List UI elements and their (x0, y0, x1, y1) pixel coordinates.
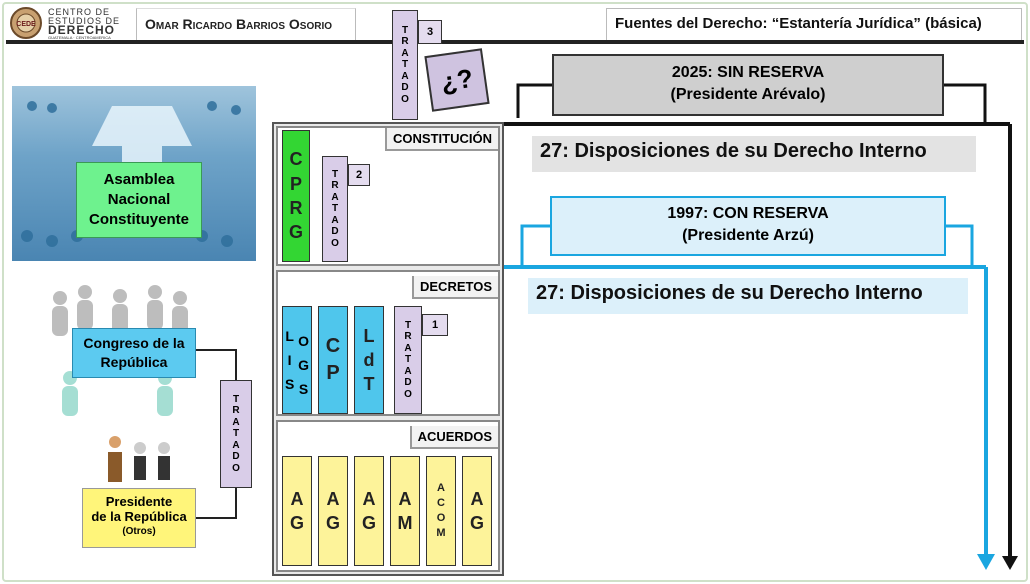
logo-line4: GUATEMALA · CENTROAMERICA (48, 35, 111, 40)
people-icon (108, 436, 170, 482)
presidente-line1: Presidente (105, 494, 173, 509)
question-box: ¿? (424, 48, 490, 112)
author-name: Omar Ricardo Barrios Osorio (136, 8, 356, 40)
sin-reserva-title: 2025: SIN RESERVA (671, 64, 825, 81)
asamblea-label: Asamblea Nacional Constituyente (76, 162, 202, 238)
seal-icon: CEDE (10, 7, 42, 39)
presidente-label: Presidente de la República (Otros) (82, 488, 196, 548)
presidente-line2: de la República (91, 509, 187, 524)
tratado-constitucion-number: 2 (348, 164, 370, 186)
shelf-title-constitucion: CONSTITUCIÓN (385, 128, 498, 151)
sin-reserva-box: 2025: SIN RESERVA (Presidente Arévalo) (552, 54, 944, 116)
art27-gray: 27: Disposiciones de su Derecho Interno (532, 136, 976, 172)
logo-line1: CENTRO DE (48, 7, 111, 17)
presidente-figures (102, 434, 182, 486)
congreso-label: Congreso de la República (72, 328, 196, 378)
logo-text: CENTRO DE ESTUDIOS DE DERECHO GUATEMALA … (48, 7, 134, 41)
art27-blue: 27: Disposiciones de su Derecho Interno (528, 278, 968, 314)
sin-reserva-subtitle: (Presidente Arévalo) (670, 86, 826, 103)
shelf-title-acuerdos: ACUERDOS (409, 426, 498, 449)
con-reserva-box: 1997: CON RESERVA (Presidente Arzú) (550, 196, 946, 256)
header-rule (6, 40, 1024, 44)
logo: CEDE (8, 6, 134, 42)
logo-line2: ESTUDIOS DE (48, 16, 121, 26)
svg-text:CEDE: CEDE (16, 21, 36, 28)
page-title: Fuentes del Derecho: “Estantería Jurídic… (606, 8, 1022, 40)
logo-line3: DERECHO (48, 23, 116, 37)
presidente-note: (Otros) (122, 526, 156, 537)
con-reserva-title: 1997: CON RESERVA (667, 205, 829, 222)
shelf-title-decretos: DECRETOS (412, 276, 498, 299)
con-reserva-subtitle: (Presidente Arzú) (682, 227, 814, 244)
tratado-top-number: 3 (418, 20, 442, 44)
tratado-decretos-number: 1 (422, 314, 448, 336)
asamblea-image: Asamblea Nacional Constituyente (12, 86, 256, 261)
